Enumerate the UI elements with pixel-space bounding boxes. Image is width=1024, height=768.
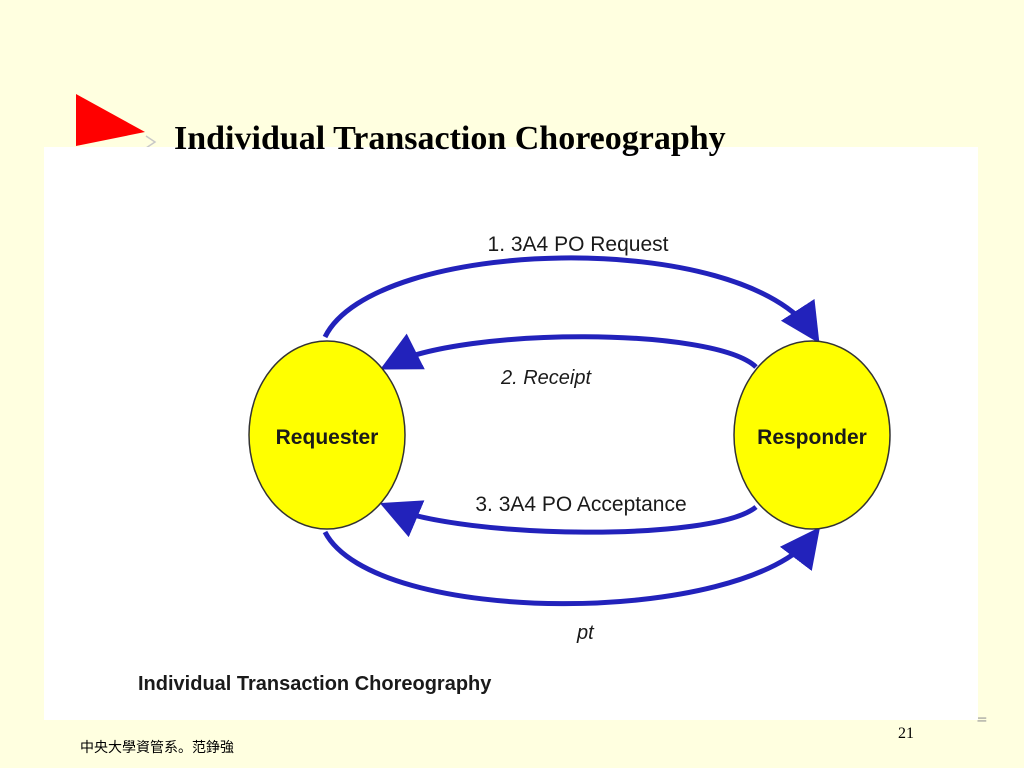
choreography-figure: Requester Responder 1. 3A4 PO Request 2.… [44, 147, 978, 720]
side-mark: = [976, 712, 988, 728]
figure-caption: Individual Transaction Choreography [138, 673, 492, 695]
page-number: 21 [898, 725, 914, 742]
receipt-2-arrow [322, 527, 821, 607]
request-label: 1. 3A4 PO Request [488, 233, 669, 256]
acceptance-arrow [379, 500, 758, 538]
receipt-2-label: pt [576, 622, 595, 644]
acceptance-label: 3. 3A4 PO Acceptance [475, 493, 686, 516]
choreography-diagram: Requester Responder 1. 3A4 PO Request 2.… [248, 233, 891, 644]
responder-node [733, 340, 891, 530]
red-triangle-bullet-icon [76, 94, 157, 149]
receipt-label: 2. Receipt [500, 367, 592, 389]
footer-text: 中央大學資管系。范錚強 [80, 740, 234, 756]
responder-label: Responder [757, 426, 867, 449]
request-arrow [322, 255, 820, 344]
requester-label: Requester [276, 426, 379, 449]
requester-node [248, 340, 406, 530]
slide-title: Individual Transaction Choreography [174, 120, 726, 157]
receipt-arrow [380, 333, 758, 370]
